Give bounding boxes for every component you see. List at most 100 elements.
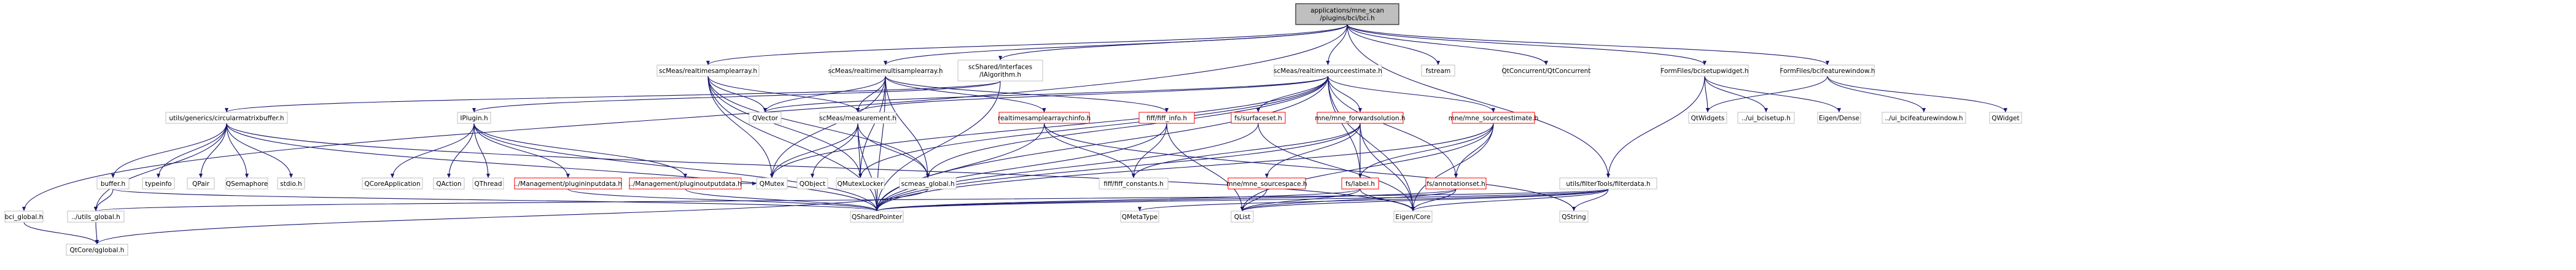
node-filterData[interactable]: utils/filterTools/filterdata.h — [1559, 177, 1657, 190]
edge-bciFeat-to-qwidget — [1827, 75, 2008, 113]
node-box — [1660, 64, 1749, 77]
node-fsAnnot[interactable]: fs/annotationset.h — [1425, 177, 1487, 190]
node-eigenDense[interactable]: Eigen/Dense — [1817, 112, 1861, 124]
node-rtArr[interactable]: scMeas/realtimesamplearray.h — [656, 64, 760, 77]
node-box — [1503, 64, 1590, 77]
node-fsSurf[interactable]: fs/surfaceset.h — [1231, 112, 1286, 124]
node-label: QObject — [800, 180, 825, 188]
node-fiffInfo[interactable]: fiff/fiff_info.h — [1138, 112, 1195, 124]
edge-iplugin-to-qaction — [446, 123, 475, 179]
nodes-layer: applications/mne_scan/plugins/bci/bci.hs… — [4, 3, 2022, 256]
node-qmutex[interactable]: QMutex — [756, 177, 788, 190]
edge-fsLabel-to-qlist — [1240, 188, 1361, 212]
node-rtSrc[interactable]: scMeas/realtimesourceestimate.h — [1274, 64, 1382, 77]
node-label: applications/mne_scan — [1310, 7, 1384, 15]
node-fsLabel[interactable]: fs/label.h — [1341, 177, 1379, 190]
edge-rtMulti-to-scmeasGlobal — [885, 75, 930, 179]
node-qmetatype[interactable]: QMetaType — [1120, 210, 1159, 223]
node-iplugin[interactable]: IPlugin.h — [457, 112, 491, 124]
node-box — [656, 64, 760, 77]
node-box — [1989, 112, 2022, 124]
edge-rtSrc-to-qmutexlocker — [858, 75, 1329, 179]
node-qaction[interactable]: QAction — [433, 177, 465, 190]
node-box — [1341, 177, 1379, 190]
node-mneSrcEst[interactable]: mne/mne_sourceestimate.h — [1449, 112, 1539, 124]
node-label: QMetaType — [1122, 214, 1158, 221]
edge-mneSrcEst-to-fsAnnot — [1453, 123, 1494, 179]
node-utilsGlobal[interactable]: ../utils_global.h — [67, 210, 125, 223]
edge-rtSrc-to-fsAnnot — [1327, 75, 1458, 179]
node-qwidget[interactable]: QWidget — [1989, 112, 2022, 124]
node-mneFwd[interactable]: mne/mne_forwardsolution.h — [1315, 112, 1406, 124]
edge-bciGlobal-to-qtcoreGlobal — [23, 222, 99, 245]
edge-measurement-to-scmeasGlobal — [857, 123, 930, 179]
node-rtChInfo[interactable]: realtimesamplearraychinfo.h — [998, 112, 1091, 124]
node-box — [67, 210, 125, 223]
edge-filterData-to-utilsGlobal — [94, 188, 1609, 212]
node-scmeasGlobal[interactable]: scmeas_global.h — [899, 177, 957, 190]
node-label: QtConcurrent/QtConcurrent — [1502, 68, 1591, 75]
edge-fiffInfo-to-fiffConst — [1131, 123, 1167, 179]
node-qtConc[interactable]: QtConcurrent/QtConcurrent — [1502, 64, 1591, 77]
node-qtWidgets[interactable]: QtWidgets — [1688, 112, 1727, 124]
node-label: scMeas/realtimemultisamplearray.h — [828, 68, 943, 75]
edge-rtSrc-to-fsLabel — [1327, 75, 1363, 179]
node-fstream[interactable]: fstream — [1421, 64, 1455, 77]
node-qshared[interactable]: QSharedPointer — [850, 210, 904, 223]
edge-rtSrc-to-measurement — [856, 75, 1329, 113]
node-label: mne/mne_sourcespace.h — [1226, 180, 1307, 188]
edge-measurement-to-qmutex — [769, 123, 858, 179]
node-label: ../ui_bcisetup.h — [1741, 115, 1791, 122]
node-label: fs/label.h — [1345, 180, 1375, 188]
edge-scmeasGlobal-to-qtcoreGlobal — [95, 188, 928, 245]
node-qvector[interactable]: QVector — [749, 112, 782, 124]
node-eigenCore[interactable]: Eigen/Core — [1393, 210, 1433, 223]
node-box — [1274, 64, 1382, 77]
node-label: scMeas/realtimesamplearray.h — [659, 68, 757, 75]
node-qstring[interactable]: QString — [1559, 210, 1589, 223]
node-box — [277, 177, 305, 190]
node-box — [1099, 177, 1169, 190]
edge-rtSrc-to-fsSurf — [1256, 75, 1329, 113]
edge-filterData-to-qstring — [1571, 188, 1609, 212]
node-qobject[interactable]: QObject — [796, 177, 828, 190]
node-qcoreapp[interactable]: QCoreApplication — [362, 177, 423, 190]
node-measurement[interactable]: scMeas/measurement.h — [819, 112, 897, 124]
node-qmutexlocker[interactable]: QMutexLocker — [836, 177, 885, 190]
node-box — [1780, 64, 1875, 77]
edge-fsSurf-to-eigenCore — [1258, 123, 1415, 212]
node-qlist[interactable]: QList — [1231, 210, 1254, 223]
edge-fsLabel-to-qshared — [875, 188, 1361, 212]
node-label: bci_global.h — [5, 214, 44, 221]
node-root: applications/mne_scan/plugins/bci/bci.h — [1295, 3, 1399, 25]
node-qtcoreGlobal[interactable]: QtCore/qglobal.h — [66, 244, 128, 256]
node-rtMulti[interactable]: scMeas/realtimemultisamplearray.h — [828, 64, 943, 77]
node-circBuf[interactable]: utils/generics/circularmatrixbuffer.h — [165, 112, 288, 124]
node-qpair[interactable]: QPair — [187, 177, 215, 190]
node-box — [66, 244, 128, 256]
edge-root-to-fstream — [1347, 24, 1441, 66]
node-qthread[interactable]: QThread — [472, 177, 504, 190]
node-scShared[interactable]: scShared/Interfaces/IAlgorithm.h — [957, 60, 1043, 82]
node-mneSrcSpace[interactable]: mne/mne_sourcespace.h — [1226, 177, 1307, 190]
edge-buffer-to-utilsGlobal — [93, 188, 114, 212]
node-pluginIn[interactable]: ../Management/plugininputdata.h — [514, 177, 622, 190]
node-bciSetup[interactable]: FormFiles/bcisetupwidget.h — [1660, 64, 1749, 77]
edge-scShared-to-qshared — [874, 80, 1001, 212]
node-uiFeat[interactable]: ../ui_bcifeaturewindow.h — [1881, 112, 1966, 124]
node-typeinfo[interactable]: typeinfo — [142, 177, 175, 190]
node-box — [998, 112, 1090, 124]
node-stdio[interactable]: stdio.h — [277, 177, 305, 190]
node-fiffConst[interactable]: fiff/fiff_constants.h — [1099, 177, 1169, 190]
node-box — [1559, 210, 1589, 223]
node-pluginOut[interactable]: ../Management/pluginoutputdata.h — [629, 177, 742, 190]
node-bciGlobal[interactable]: bci_global.h — [4, 210, 44, 223]
node-box — [165, 112, 288, 124]
edge-rtChInfo-to-qshared — [874, 123, 1045, 212]
node-box — [362, 177, 423, 190]
node-bciFeat[interactable]: FormFiles/bcifeaturewindow.h — [1780, 64, 1875, 77]
node-buffer[interactable]: buffer.h — [96, 177, 130, 190]
node-qsemaphore[interactable]: QSemaphore — [225, 177, 268, 190]
node-uiSetup[interactable]: ../ui_bcisetup.h — [1737, 112, 1795, 124]
node-label: FormFiles/bcifeaturewindow.h — [1780, 68, 1875, 75]
